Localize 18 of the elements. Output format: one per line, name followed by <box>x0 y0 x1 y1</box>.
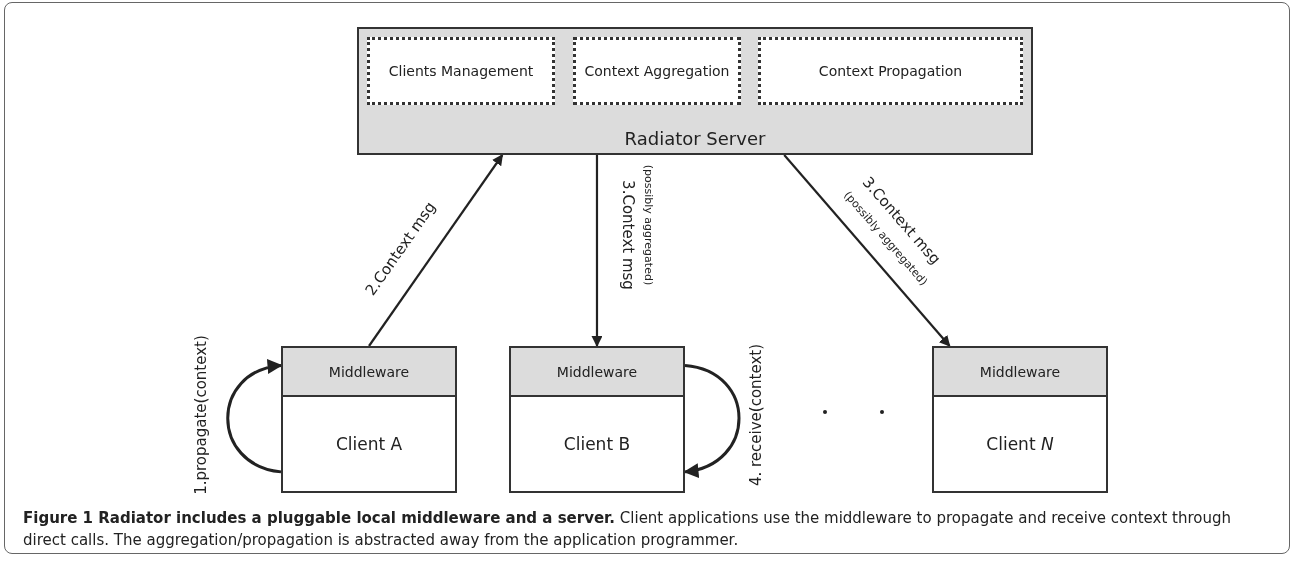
figure-caption: Figure 1 Radiator includes a pluggable local middleware and a server. Client applications use the middleware to propagate and receive context through direct calls. The aggregation/propagation is abstracted away from the application programmer. <box>23 508 1233 551</box>
middleware-band: Middleware <box>932 346 1108 397</box>
arrow <box>368 154 504 347</box>
module-box: Context Aggregation <box>573 37 741 105</box>
client-box: Client B <box>509 397 685 493</box>
module-box: Clients Management <box>367 37 555 105</box>
curved-arrow <box>226 360 283 474</box>
edge-sublabel: (possibly aggregated) <box>641 162 655 288</box>
module-box: Context Propagation <box>758 37 1023 105</box>
client-box: Client A <box>281 397 457 493</box>
middleware-band: Middleware <box>509 346 685 397</box>
client-box: Client N <box>932 397 1108 493</box>
arrow <box>591 155 603 348</box>
server-label: Radiator Server <box>624 128 766 149</box>
arrow <box>783 154 951 347</box>
edge-label: 3.Context msg <box>618 178 636 292</box>
middleware-band: Middleware <box>281 346 457 397</box>
server-box <box>357 27 1033 155</box>
